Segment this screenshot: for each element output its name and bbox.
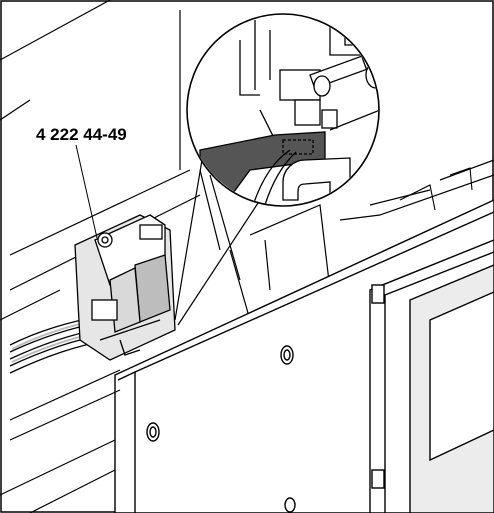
part-number-label: 4 222 44-49 (36, 125, 127, 144)
panel-ribs (399, 167, 473, 211)
housing-background (0, 0, 494, 321)
door-frame (369, 239, 494, 513)
detail-magnifier (186, 13, 380, 207)
door-lock-switch (74, 214, 176, 361)
detail-callout-cone (174, 159, 261, 326)
guide-rails (0, 369, 121, 513)
leader-line (75, 144, 98, 239)
screw-hole-bottom (284, 497, 296, 513)
